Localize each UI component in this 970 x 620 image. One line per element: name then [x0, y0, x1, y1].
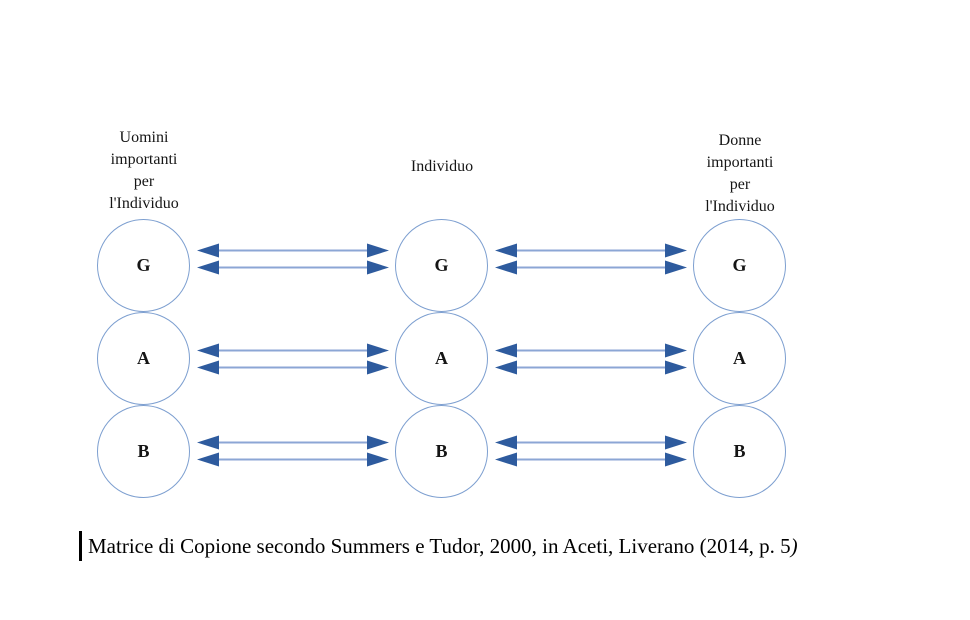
caption-marker-bar [79, 531, 82, 561]
node-individuo-g: G [395, 219, 488, 312]
node-label: G [434, 255, 449, 275]
double-headed-arrows-icon [494, 342, 688, 376]
connector-uomini-individuo-b [196, 434, 390, 468]
node-donne-a: A [693, 312, 786, 405]
node-individuo-b: B [395, 405, 488, 498]
figure-caption: Matrice di Copione secondo Summers e Tud… [79, 531, 798, 561]
node-label: B [435, 441, 448, 461]
double-headed-arrows-icon [196, 342, 390, 376]
node-donne-g: G [693, 219, 786, 312]
node-uomini-b: B [97, 405, 190, 498]
double-headed-arrows-icon [196, 242, 390, 276]
connector-individuo-donne-g [494, 242, 688, 276]
node-donne-b: B [693, 405, 786, 498]
caption-text: Matrice di Copione secondo Summers e Tud… [88, 533, 791, 558]
column-header-uomini: Uomini importanti per l'Individuo [109, 129, 179, 212]
node-label: B [733, 441, 746, 461]
connector-uomini-individuo-a [196, 342, 390, 376]
column-header-individuo: Individuo [410, 158, 474, 175]
column-header-donne: Donne importanti per l'Individuo [705, 132, 775, 215]
node-label: G [136, 255, 151, 275]
node-uomini-g: G [97, 219, 190, 312]
node-label: G [732, 255, 747, 275]
node-label: B [137, 441, 150, 461]
node-label: A [137, 348, 150, 368]
node-label: A [435, 348, 448, 368]
double-headed-arrows-icon [196, 434, 390, 468]
connector-individuo-donne-a [494, 342, 688, 376]
double-headed-arrows-icon [494, 242, 688, 276]
double-headed-arrows-icon [494, 434, 688, 468]
connector-individuo-donne-b [494, 434, 688, 468]
connector-uomini-individuo-g [196, 242, 390, 276]
node-label: A [733, 348, 746, 368]
node-uomini-a: A [97, 312, 190, 405]
node-individuo-a: A [395, 312, 488, 405]
caption-closing-paren: ) [790, 533, 798, 558]
